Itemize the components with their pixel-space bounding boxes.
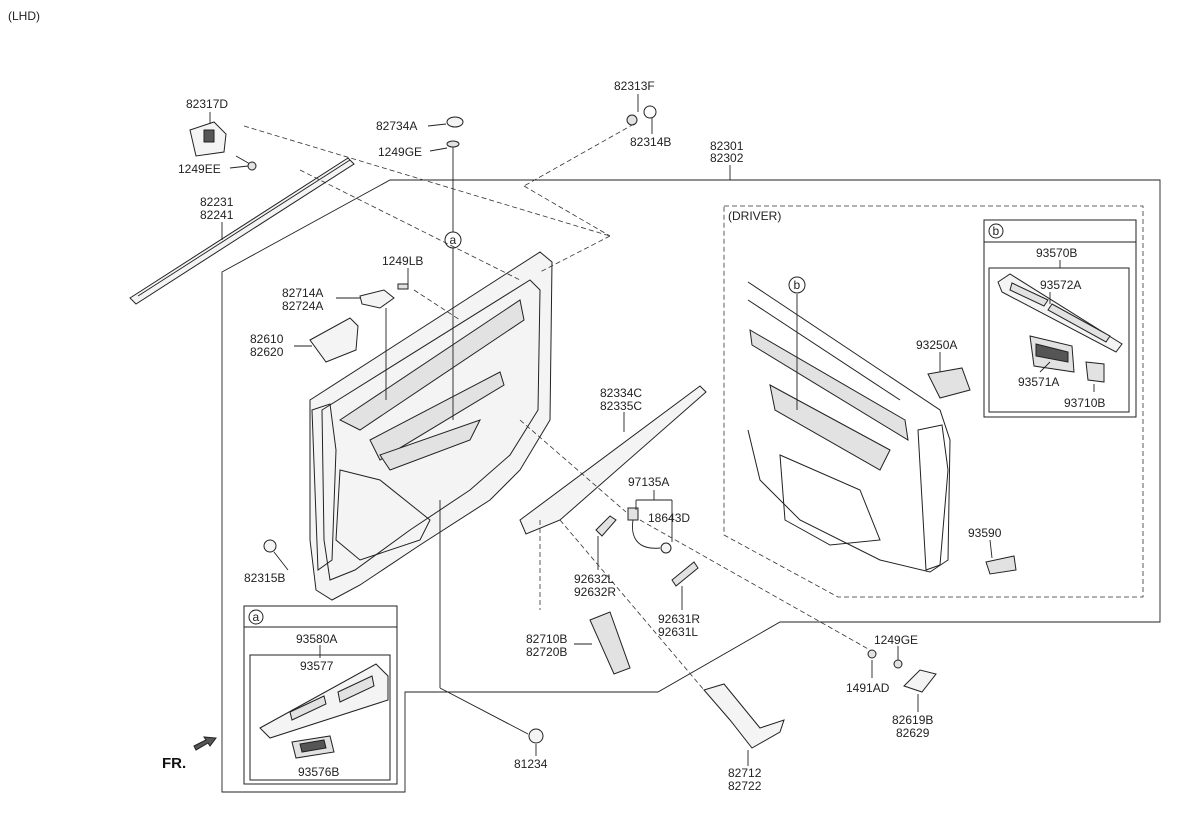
marker-b-callout-label: b — [794, 278, 801, 292]
screw-1249LB-part — [397, 283, 409, 290]
label-82722: 82722 — [728, 779, 762, 793]
label-93577: 93577 — [300, 659, 334, 673]
driver-detail-box — [723, 205, 1144, 598]
variant-label: (LHD) — [8, 9, 40, 23]
label-81234: 81234 — [514, 757, 548, 771]
marker-a-callout-label: a — [450, 233, 457, 247]
label-92631R: 92631R — [658, 612, 700, 626]
cap-82734A-part — [446, 116, 464, 128]
plug-81234-part — [528, 728, 544, 744]
inside-handle-82610-part — [309, 317, 359, 363]
label-82314B: 82314B — [630, 135, 671, 149]
part-labels: 82317D 1249EE 82231 82241 82734A 1249GE … — [178, 79, 1105, 793]
label-82231: 82231 — [200, 195, 234, 209]
driver-door-trim-inset — [747, 281, 951, 573]
front-direction-indicator: FR. — [162, 736, 217, 772]
label-93710B: 93710B — [1064, 396, 1105, 410]
marker-b-label: b — [993, 224, 1000, 238]
switch-93590-part — [985, 555, 1017, 575]
screw-1249EE-part — [235, 155, 257, 171]
bracket-82710B-part — [589, 611, 631, 675]
label-82315B: 82315B — [244, 571, 285, 585]
front-arrow-icon — [193, 736, 217, 751]
label-82313F: 82313F — [614, 79, 655, 93]
garnish-82334C-part — [519, 385, 707, 535]
clip-82317D-part — [189, 121, 227, 157]
leader-lines — [209, 94, 1095, 766]
label-18643D: 18643D — [648, 511, 690, 525]
label-1249GE-bottom: 1249GE — [874, 633, 918, 647]
label-82334C: 82334C — [600, 386, 642, 400]
main-assembly-frame — [221, 179, 1161, 793]
screw-1249GE-bottom-part — [893, 650, 903, 669]
label-82714A: 82714A — [282, 286, 323, 300]
lamp-97135A-part — [627, 507, 672, 554]
trim-82712-part — [703, 683, 785, 749]
label-82302: 82302 — [710, 151, 744, 165]
label-82734A: 82734A — [376, 119, 417, 133]
label-82317D: 82317D — [186, 97, 228, 111]
label-93576B: 93576B — [298, 765, 339, 779]
label-82241: 82241 — [200, 208, 234, 222]
label-82610: 82610 — [250, 332, 284, 346]
label-1249LB: 1249LB — [382, 254, 423, 268]
weatherstrip-82231-part — [129, 157, 355, 305]
label-93572A: 93572A — [1040, 278, 1081, 292]
label-1249EE: 1249EE — [178, 162, 221, 176]
label-93571A: 93571A — [1018, 375, 1059, 389]
label-97135A: 97135A — [628, 475, 669, 489]
label-82629: 82629 — [896, 726, 930, 740]
label-82710B: 82710B — [526, 632, 567, 646]
detail-b-box: b — [983, 219, 1137, 418]
label-82619B: 82619B — [892, 713, 933, 727]
label-92632L: 92632L — [574, 572, 614, 586]
switch-93250A-part — [927, 367, 971, 399]
door-trim-panel — [309, 251, 553, 601]
marker-b-callout — [788, 276, 806, 294]
handle-cover-82714A-part — [359, 289, 395, 309]
clip-82315B-part — [263, 539, 277, 553]
label-82712: 82712 — [728, 766, 762, 780]
clip-1491AD-part — [867, 649, 877, 659]
label-82720B: 82720B — [526, 645, 567, 659]
bracket-82619B-part — [903, 669, 937, 693]
label-82620: 82620 — [250, 345, 284, 359]
lamp-92631R-part — [671, 561, 699, 587]
label-92631L: 92631L — [658, 625, 698, 639]
grommet-82313F-part — [626, 114, 638, 126]
label-82335C: 82335C — [600, 399, 642, 413]
marker-a-label: a — [253, 610, 260, 624]
driver-box-title: (DRIVER) — [728, 209, 781, 223]
label-93570B: 93570B — [1036, 246, 1077, 260]
label-93580A: 93580A — [296, 632, 337, 646]
ring-82314B-part — [643, 105, 657, 119]
label-93250A: 93250A — [916, 338, 957, 352]
front-direction-label: FR. — [162, 755, 186, 772]
screw-1249GE-top-part — [446, 140, 460, 158]
label-93590: 93590 — [968, 526, 1002, 540]
label-82724A: 82724A — [282, 299, 323, 313]
label-82301: 82301 — [710, 139, 744, 153]
label-1249GE-top: 1249GE — [378, 145, 422, 159]
lamp-92632L-part — [595, 515, 617, 537]
label-1491AD: 1491AD — [846, 681, 890, 695]
label-92632R: 92632R — [574, 585, 616, 599]
